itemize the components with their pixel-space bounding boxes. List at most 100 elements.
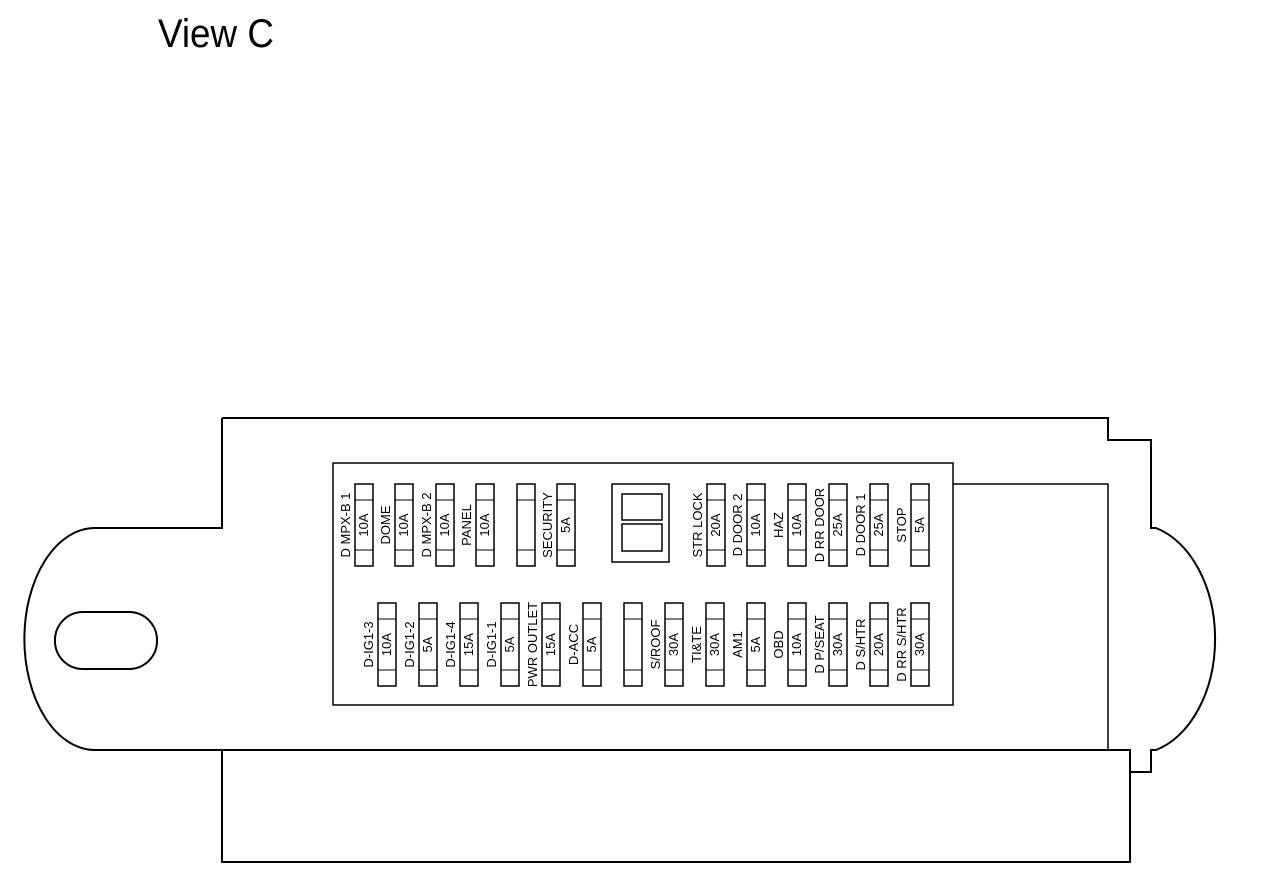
fuse-name: DOME	[378, 505, 393, 544]
fuse-blank	[623, 602, 643, 687]
fuse-body	[500, 602, 520, 687]
fuse-body	[516, 483, 536, 567]
fuse-body	[394, 483, 414, 567]
fuse-name: SECURITY	[540, 492, 555, 558]
fuse-body	[582, 602, 602, 687]
fuse-body	[623, 602, 643, 687]
fuse-name: D-IG1-4	[443, 621, 458, 667]
fuse-body	[664, 602, 684, 687]
fuse-name: D RR DOOR	[812, 488, 827, 562]
view-title: View C	[158, 12, 274, 56]
fuse-d-ig1-2: 5AD-IG1-2	[402, 602, 438, 687]
inner-frame-right	[953, 483, 1109, 750]
fuse-name: D DOOR 2	[730, 494, 745, 557]
fuse-body	[377, 602, 397, 687]
fuse-body	[459, 602, 479, 687]
housing-left-ear	[23, 418, 223, 751]
fuse-body	[910, 483, 930, 567]
fuse-body	[869, 483, 889, 567]
fuse-name: D DOOR 1	[853, 494, 868, 557]
fuse-name: PANEL	[459, 504, 474, 546]
fuse-rating: 10A	[396, 513, 411, 536]
fuse-rating: 20A	[708, 513, 723, 536]
fuse-body	[418, 602, 438, 687]
fuse-name: TI&TE	[689, 626, 704, 663]
fuse-name: S/ROOF	[648, 620, 663, 670]
fuse-body	[746, 483, 766, 567]
fuse-rating: 10A	[789, 633, 804, 656]
fuse-name: AM1	[730, 631, 745, 658]
fuse-d-acc: 5AD-ACC	[566, 602, 602, 687]
fuse-name: D RR S/HTR	[894, 607, 909, 681]
fuse-body	[435, 483, 455, 567]
fuse-rating: 30A	[707, 633, 722, 656]
fuse-d-ig1-1: 5AD-IG1-1	[484, 602, 520, 687]
fuse-name: D-ACC	[566, 624, 581, 665]
fuse-blank	[516, 483, 536, 567]
fuse-body	[746, 602, 766, 687]
fuse-name: OBD	[771, 630, 786, 658]
fuse-body	[787, 483, 807, 567]
lower-cover	[221, 749, 1131, 863]
fuse-rating: 5A	[502, 636, 517, 652]
fuse-body	[541, 602, 561, 687]
fuse-name: PWR OUTLET	[525, 602, 540, 687]
fuse-rating: 10A	[356, 513, 371, 536]
fuse-rating: 25A	[871, 513, 886, 536]
fuse-rating: 30A	[666, 633, 681, 656]
fuse-rating: 5A	[558, 517, 573, 533]
fuse-body	[828, 483, 848, 567]
fuse-rating: 25A	[830, 513, 845, 536]
fuse-body	[869, 602, 889, 687]
fuse-name: STOP	[894, 507, 909, 542]
fuse-name: D MPX-B 2	[419, 492, 434, 557]
fuse-name: HAZ	[771, 512, 786, 538]
fuse-rating: 15A	[461, 633, 476, 656]
fuse-rating: 10A	[748, 513, 763, 536]
fuse-rating: 5A	[584, 636, 599, 652]
fuse-name: D-IG1-2	[402, 621, 417, 667]
housing-outline	[221, 417, 1217, 860]
fuse-rating: 10A	[379, 633, 394, 656]
relay-block	[611, 483, 670, 563]
fuse-name: D-IG1-3	[361, 621, 376, 667]
fuse-name: D-IG1-1	[484, 621, 499, 667]
fuse-rating: 20A	[871, 633, 886, 656]
fuse-rating: 10A	[789, 513, 804, 536]
fuse-body	[706, 483, 726, 567]
mounting-slot	[54, 611, 158, 670]
fuse-body	[556, 483, 576, 567]
fuse-name: D S/HTR	[853, 619, 868, 671]
fuse-rating: 5A	[420, 636, 435, 652]
fuse-body	[705, 602, 725, 687]
fuse-rating: 30A	[830, 633, 845, 656]
fuse-rating: 5A	[748, 636, 763, 652]
fuse-body	[828, 602, 848, 687]
fuse-body	[787, 602, 807, 687]
fuse-name: D MPX-B 1	[338, 492, 353, 557]
fuse-rating: 15A	[543, 633, 558, 656]
fuse-rating: 10A	[437, 513, 452, 536]
fuse-rating: 10A	[477, 513, 492, 536]
fuse-name: STR LOCK	[690, 492, 705, 557]
fuse-body	[910, 602, 930, 687]
